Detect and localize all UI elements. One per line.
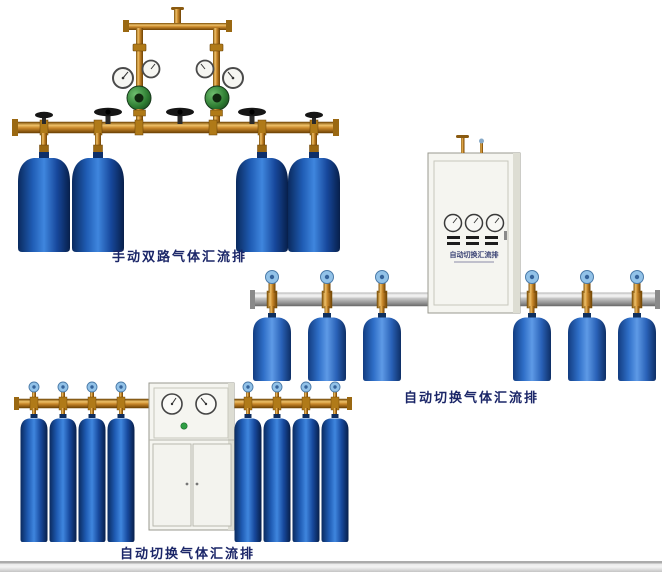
indicator-light-green [180,422,188,430]
valve-handwheel [238,107,266,124]
cabinet-top-fittings [456,135,484,153]
cabinet-handle [504,231,507,240]
valve-handwheel [94,107,122,124]
gas-cylinder [513,306,551,381]
pressure-gauge [195,393,217,415]
control-cabinet: 自动切换汇流排 [427,152,521,314]
gas-cylinder [363,306,401,381]
gas-cylinder [263,408,291,542]
gas-cylinder [321,408,349,542]
auto-switch-manifold-image: 自动切换汇流排 [250,135,660,381]
manifold-valve [242,381,254,399]
gas-cylinder [618,306,656,381]
header-pipe-assembly [123,7,232,56]
door-handle [185,482,189,486]
main-manifold-pipe [12,119,339,136]
gas-cylinder [253,306,291,381]
manifold-valve [57,381,69,399]
valve-handwheel [166,107,194,124]
manifold-valve [265,270,279,309]
manifold-valve [375,270,389,309]
gas-cylinder [49,408,77,542]
pressure-regulator-left [112,54,161,126]
pressure-gauge [222,67,244,89]
manifold-valve [86,381,98,399]
manifold-valve [525,270,539,309]
manifold-valve [630,270,644,309]
door-handle [195,482,199,486]
cabinet-door-right [192,443,232,527]
cabinet-door-left [152,443,192,527]
gas-cylinder [308,306,346,381]
manifold-valve [580,270,594,309]
caption-auto-switch-manifold: 自动切换气体汇流排 [404,390,540,405]
auto-switch-manifold-floor-image [14,381,352,542]
gas-cylinder [18,152,70,252]
page-bottom-border [0,561,662,572]
manual-dual-manifold-image [12,7,340,252]
manifold-valve [271,381,283,399]
manifold-valve [320,270,334,309]
manifold-valve [28,381,40,399]
manifold-valve [329,381,341,399]
valve-handwheel [305,111,323,124]
caption-auto-switch-manifold-floor: 自动切换气体汇流排 [120,546,256,561]
pressure-gauge [443,213,463,233]
pressure-gauge [141,59,161,79]
vent-slots [447,236,498,245]
gas-cylinder [236,152,288,252]
pressure-gauge [464,213,484,233]
gas-cylinder [568,306,606,381]
cabinet-label: 自动切换汇流排 [450,250,499,259]
gas-cylinder [288,152,340,252]
cylinder-connector [39,133,319,155]
pressure-gauge [161,393,183,415]
gas-cylinder [292,408,320,542]
valve-handwheel [35,111,53,124]
gas-cylinder [72,152,124,252]
gas-cylinder [107,408,135,542]
pressure-regulator-right [195,54,244,126]
floor-cabinet [148,382,235,531]
caption-manual-dual-manifold: 手动双路气体汇流排 [112,249,248,264]
gas-cylinder [20,408,48,542]
pressure-gauge [112,67,134,89]
gas-cylinder [78,408,106,542]
manifold-valve [300,381,312,399]
pressure-gauge [485,213,505,233]
manifold-valve [115,381,127,399]
pressure-gauge [195,59,215,79]
gas-cylinder [234,408,262,542]
